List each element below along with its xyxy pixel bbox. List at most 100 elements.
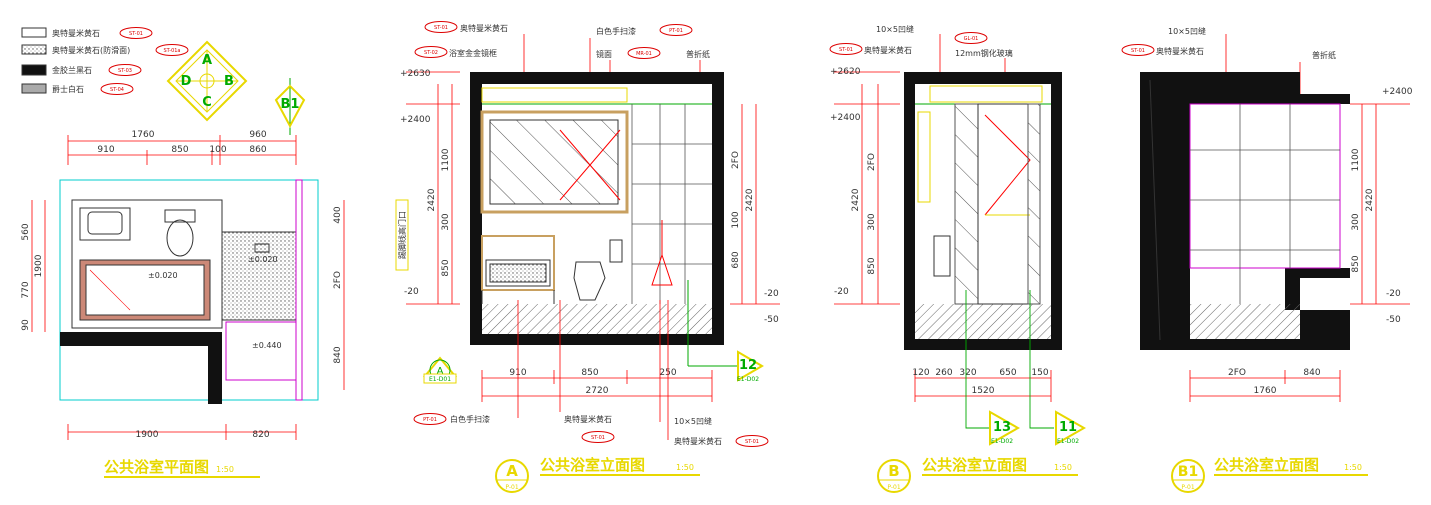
elev-a-level: -20 — [404, 287, 419, 297]
compass-top: A — [202, 53, 212, 68]
elev-b1-label: 10×5凹缝 — [1168, 26, 1206, 36]
elev-a-dim: 850 — [581, 368, 598, 378]
compass-marker: A D B C — [166, 40, 248, 122]
elev-a-callout: PT-01 白色手扫漆 — [413, 413, 490, 425]
elev-a-dim: 300 — [441, 213, 451, 230]
elev-a-level: -20 — [764, 289, 779, 299]
elevation-a: ST-01 奥特曼米黄石 ST-02 浴室金金镜框 白色手扫漆 PT-01 镜面… — [395, 21, 780, 493]
legend-item: 奥特曼米黄石(防滑面) ST-01a — [21, 44, 189, 56]
elev-a-label: ST-02 浴室金金镜框 — [414, 46, 497, 58]
svg-text:12: 12 — [739, 358, 757, 373]
b1-marker: B1 — [274, 78, 306, 135]
plan-dim: 100 — [209, 145, 226, 155]
elev-b1-level: +2400 — [1382, 87, 1413, 97]
elev-a-title: 公共浴室立面图 — [540, 456, 645, 474]
elev-a-level: -50 — [764, 315, 779, 325]
elev-b1-dim: 850 — [1351, 255, 1361, 272]
elev-a-badge: A P-01 — [495, 459, 529, 493]
svg-text:浴室金金镜框: 浴室金金镜框 — [449, 48, 497, 58]
plan-dim: 400 — [333, 206, 343, 223]
elev-b-dim: 2420 — [851, 188, 861, 211]
elev-a-dim: 2720 — [586, 386, 609, 396]
elev-a-callout: 奥特曼米黄石 ST-01 — [674, 435, 769, 447]
svg-text:13: 13 — [993, 420, 1011, 435]
legend-tag: ST-03 — [118, 68, 132, 74]
compass-left: D — [181, 74, 192, 89]
svg-text:ST-01: ST-01 — [1131, 48, 1145, 54]
swatch-gray — [21, 83, 47, 94]
svg-text:B1: B1 — [1178, 464, 1198, 480]
svg-text:P-01: P-01 — [1181, 484, 1194, 491]
svg-text:ST-01: ST-01 — [745, 439, 759, 445]
plan-dim: 770 — [21, 281, 31, 298]
legend-item: 奥特曼米黄石 ST-01 — [21, 27, 153, 39]
svg-text:PT-01: PT-01 — [423, 417, 437, 423]
section-marker-a: A E1-D01 — [422, 356, 458, 384]
elevation-b1: 10×5凹缝 ST-01 奥特曼米黄石 普折纸 +2400 — [1121, 26, 1413, 493]
svg-text:奥特曼米黄石: 奥特曼米黄石 — [674, 436, 722, 446]
svg-text:P-01: P-01 — [505, 484, 518, 491]
elev-b-dim: 150 — [1031, 368, 1048, 378]
plan-dim: 860 — [249, 145, 266, 155]
elev-a-dim: 1100 — [441, 148, 451, 171]
elev-b1-dim: 2FO — [1228, 368, 1246, 378]
svg-text:ST-01: ST-01 — [839, 47, 853, 53]
elev-b1-dim: 1760 — [1254, 386, 1277, 396]
elev-a-label: 镜面 MR-01 — [596, 47, 661, 59]
elev-b-dim: 320 — [959, 368, 976, 378]
elev-b-dim: 1520 — [972, 386, 995, 396]
plan-dim: 1900 — [34, 254, 44, 277]
svg-text:11: 11 — [1059, 420, 1077, 435]
plan-dim: 2FO — [333, 271, 343, 289]
elev-b-scale: 1:50 — [1054, 463, 1072, 472]
elev-b-title: 公共浴室立面图 — [922, 456, 1027, 474]
elev-b-dim: 2FO — [867, 153, 877, 171]
elev-b-level: +2400 — [830, 113, 861, 123]
legend-tag: ST-04 — [110, 87, 124, 93]
swatch-empty — [21, 27, 47, 38]
svg-text:奥特曼米黄石: 奥特曼米黄石 — [460, 23, 508, 33]
elev-b-level: +2620 — [830, 67, 861, 77]
legend-item: 金胶兰黑石 ST-03 — [21, 64, 142, 76]
plan-dim: 820 — [252, 430, 269, 440]
plan-dim: 910 — [97, 145, 114, 155]
elev-b1-dim: 300 — [1351, 213, 1361, 230]
elev-a-dim: 2420 — [745, 188, 755, 211]
svg-text:P-01: P-01 — [887, 484, 900, 491]
elev-a-dim: 2FO — [731, 151, 741, 169]
plan-dim: 840 — [333, 346, 343, 363]
elev-a-level: +2630 — [400, 69, 431, 79]
svg-text:奥特曼米黄石: 奥特曼米黄石 — [1156, 46, 1204, 56]
svg-text:白色手扫漆: 白色手扫漆 — [596, 26, 636, 36]
floor-plan: 1760 960 910 850 100 860 560 1 — [21, 130, 345, 478]
compass-bottom: C — [202, 95, 212, 110]
legend-item: 爵士白石 ST-04 — [21, 83, 134, 95]
elev-b-label: GL-01 12mm钢化玻璃 — [954, 32, 1013, 58]
elev-a-label: ST-01 奥特曼米黄石 — [424, 21, 508, 33]
swatch-black — [21, 64, 47, 76]
section-marker-13: 13 E1-D02 — [989, 410, 1021, 446]
elevation-b: 10×5凹缝 ST-01 奥特曼米黄石 GL-01 12mm钢化玻璃 — [829, 24, 1087, 493]
elev-b1-dim: 2420 — [1365, 188, 1375, 211]
svg-text:E1-D02: E1-D02 — [737, 376, 759, 383]
plan-dim: 1760 — [132, 130, 155, 140]
elev-a-callout: 10×5凹缝 — [674, 416, 712, 426]
elev-b1-level: -20 — [1386, 289, 1401, 299]
plan-dim: 850 — [171, 145, 188, 155]
svg-text:A: A — [437, 366, 444, 377]
elev-b1-dim: 840 — [1303, 368, 1320, 378]
elev-a-dim: 2420 — [427, 188, 437, 211]
svg-text:PT-01: PT-01 — [669, 28, 683, 34]
elev-b1-label: 普折纸 — [1312, 50, 1336, 60]
elev-a-scale: 1:50 — [676, 463, 694, 472]
legend-label: 奥特曼米黄石(防滑面) — [52, 45, 130, 55]
plan-dim: 960 — [249, 130, 266, 140]
svg-text:MR-01: MR-01 — [636, 51, 652, 57]
plan-scale: 1:50 — [216, 465, 234, 474]
svg-text:奥特曼米黄石: 奥特曼米黄石 — [864, 45, 912, 55]
elev-a-dim: 850 — [441, 259, 451, 276]
legend-tag: ST-01 — [129, 31, 143, 37]
section-marker-12: 12 E1-D02 — [687, 280, 764, 383]
svg-text:ST-01: ST-01 — [434, 25, 448, 31]
